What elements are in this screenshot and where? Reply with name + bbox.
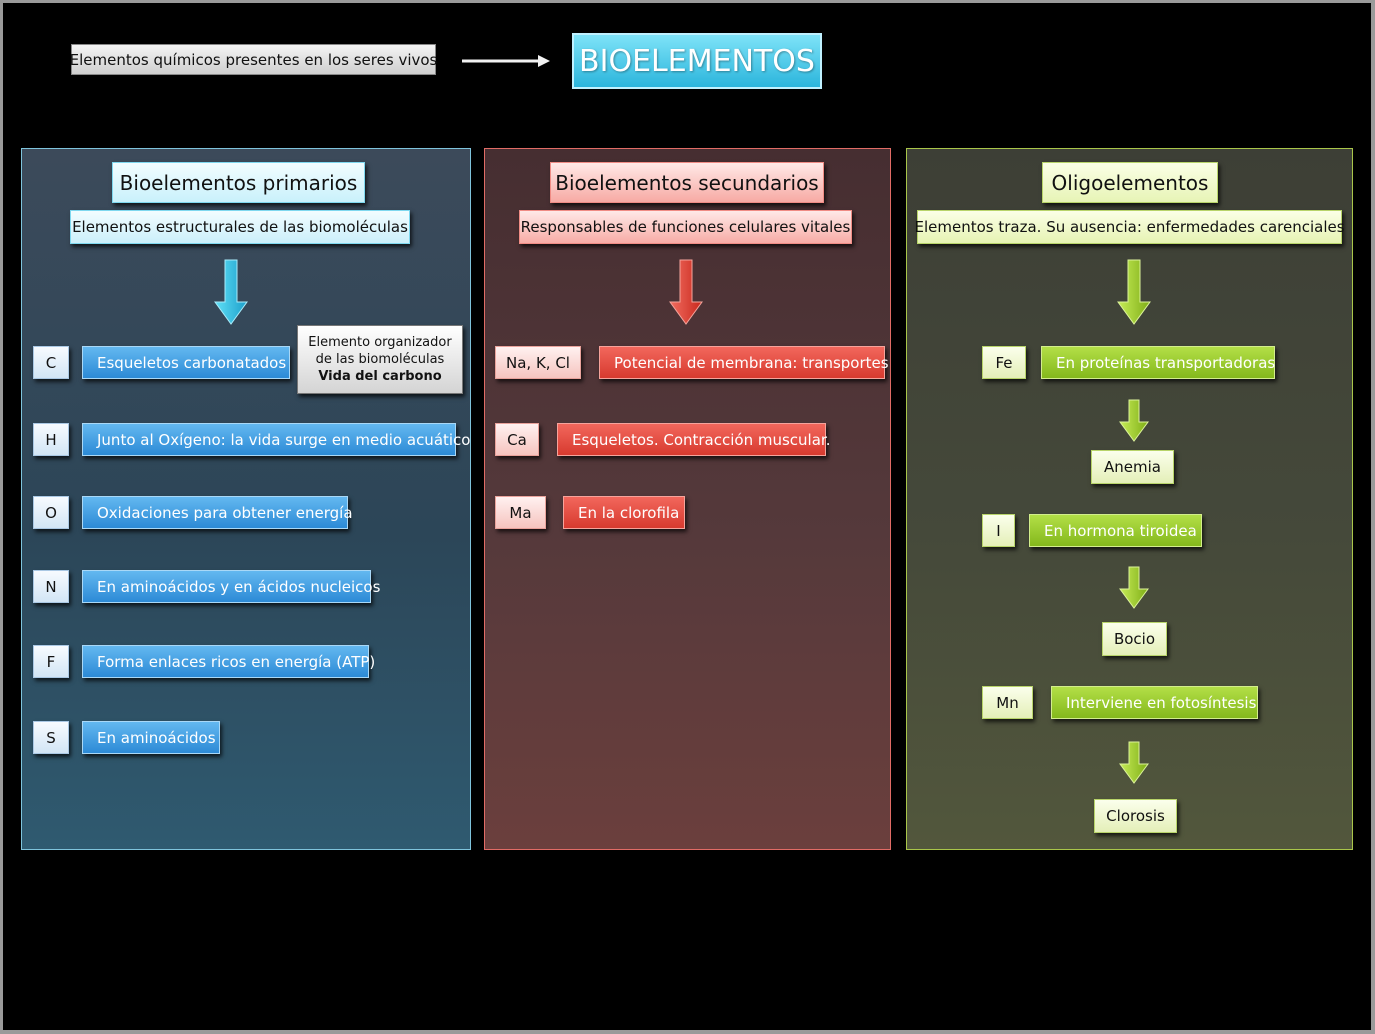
consequence-box: Anemia [1091,450,1174,484]
down-arrow-icon [1117,259,1151,325]
element-symbol: I [982,514,1015,547]
element-description: Interviene en fotosíntesis [1051,686,1258,719]
header-arrow-icon [462,55,550,67]
carbon-note-line2: de las biomoléculas [315,352,445,367]
secundarios-subtitle: Responsables de funciones celulares vita… [519,210,852,244]
element-description: En la clorofila [563,496,685,529]
element-description: En proteínas transportadoras [1041,346,1275,379]
oligoelementos-subtitle: Elementos traza. Su ausencia: enfermedad… [914,210,1345,244]
element-symbol: Ma [495,496,546,529]
element-description: En aminoácidos [82,721,220,754]
element-symbol: C [33,346,69,379]
down-arrow-icon [669,259,703,325]
element-symbol: Ca [495,423,539,456]
down-arrow-icon [1119,741,1149,784]
element-description: En hormona tiroidea [1029,514,1202,547]
element-symbol: Na, K, Cl [495,346,581,379]
element-symbol: F [33,645,69,678]
consequence-box: Clorosis [1094,799,1177,833]
element-description: Junto al Oxígeno: la vida surge en medio… [82,423,470,456]
element-description: Esqueletos carbonatados [82,346,290,379]
element-description: Potencial de membrana: transportes [599,346,889,379]
down-arrow-icon [214,259,248,325]
element-symbol: S [33,721,69,754]
carbon-note-line3: Vida del carbono [318,369,442,384]
element-description: Esqueletos. Contracción muscular. [557,423,830,456]
consequence-box: Bocio [1102,622,1167,656]
carbon-note-box: Elemento organizador de las biomoléculas… [297,325,463,394]
primarios-title: Bioelementos primarios [112,162,365,203]
definition-box: Elementos químicos presentes en los sere… [70,44,437,75]
page-title: BIOELEMENTOS [572,33,822,89]
primarios-subtitle: Elementos estructurales de las biomolécu… [70,210,410,244]
element-description: Forma enlaces ricos en energía (ATP) [82,645,375,678]
carbon-note-line1: Elemento organizador [308,335,452,350]
element-symbol: N [33,570,69,603]
down-arrow-icon [1119,566,1149,609]
element-symbol: H [33,423,69,456]
element-symbol: Mn [982,686,1033,719]
oligoelementos-title: Oligoelementos [1042,162,1218,203]
element-description: Oxidaciones para obtener energía [82,496,353,529]
secundarios-title: Bioelementos secundarios [550,162,824,203]
element-symbol: Fe [982,346,1026,379]
element-description: En aminoácidos y en ácidos nucleicos [82,570,380,603]
element-symbol: O [33,496,69,529]
down-arrow-icon [1119,399,1149,442]
